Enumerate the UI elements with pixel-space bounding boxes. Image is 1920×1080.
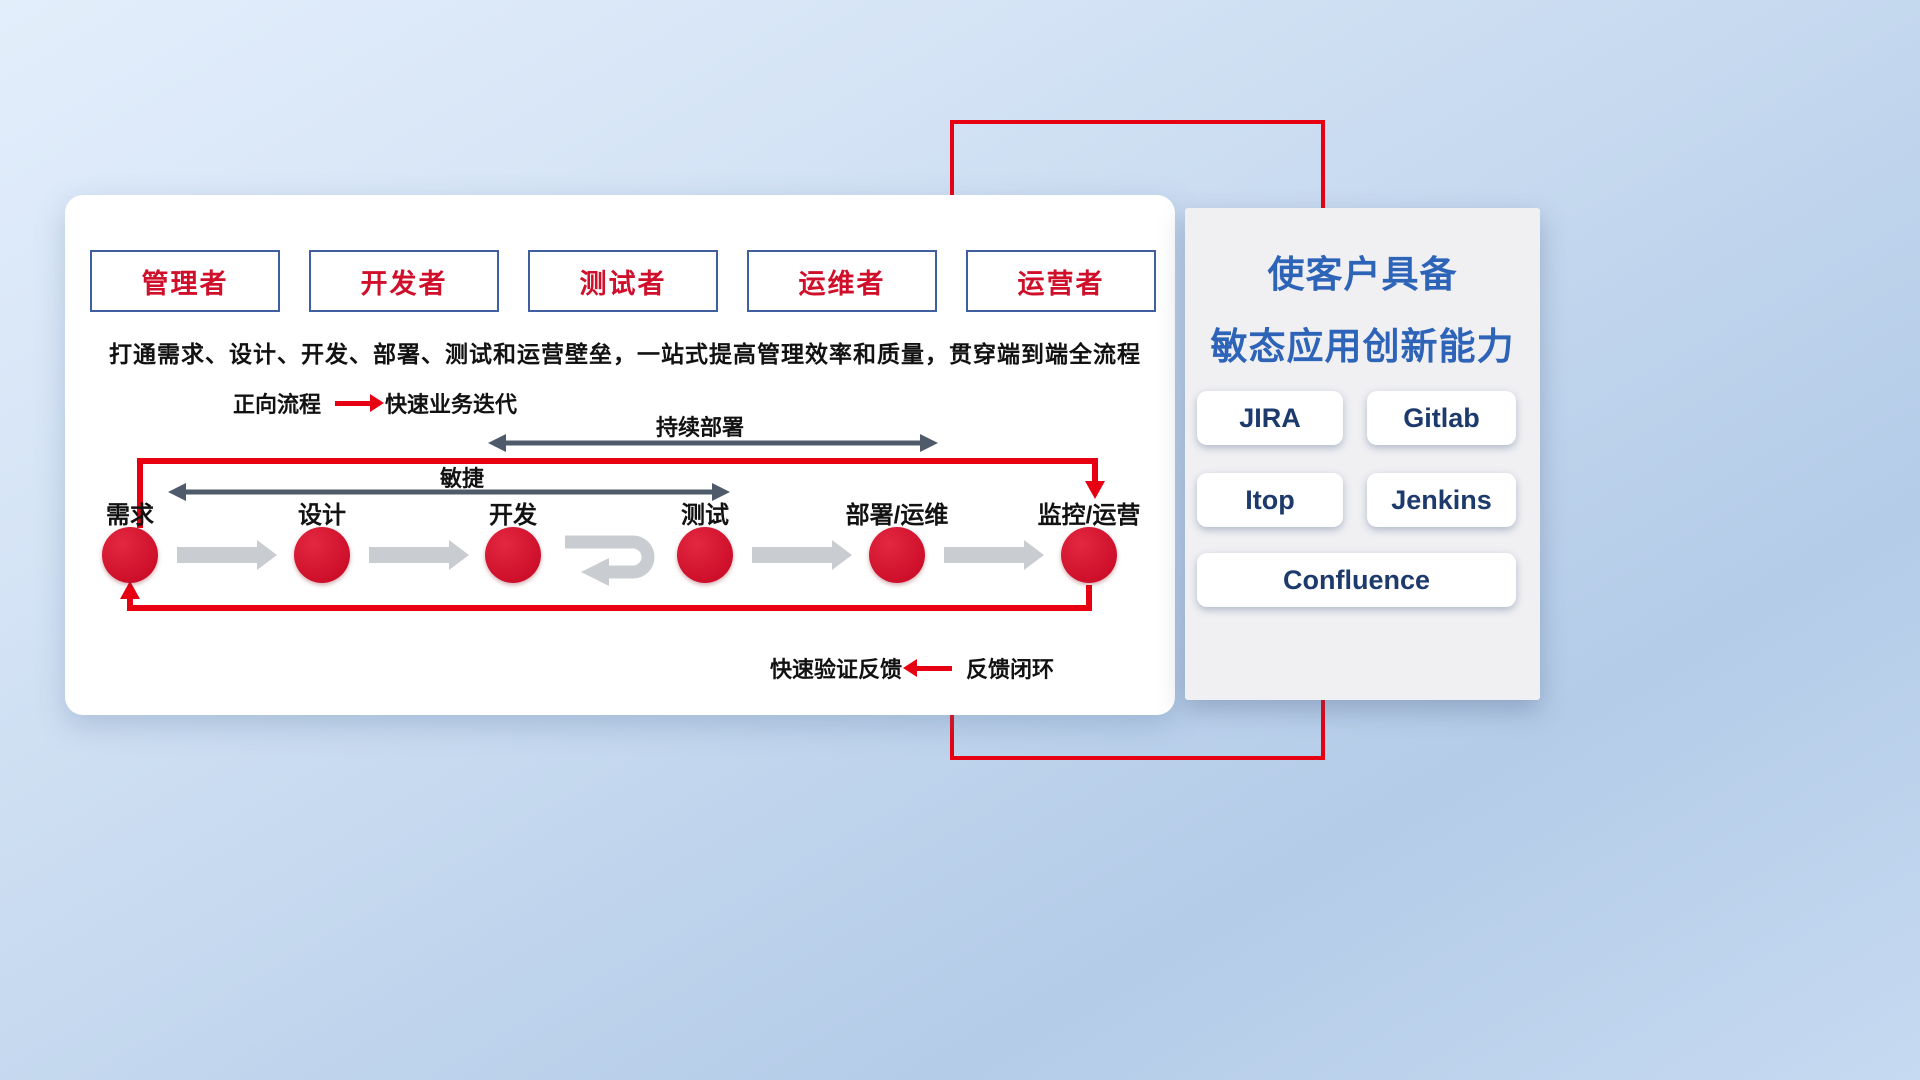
flow-node-circle-requirement xyxy=(102,527,158,583)
role-label: 测试者 xyxy=(579,268,667,299)
stage-arrow-1 xyxy=(177,540,277,570)
node-label-requirement: 需求 xyxy=(106,502,154,529)
feedback-arrow-icon xyxy=(903,659,953,677)
node-label-design: 设计 xyxy=(298,502,346,529)
flow-node-circle-test xyxy=(677,527,733,583)
flow-node-circle-deploy-ops xyxy=(869,527,925,583)
tool-chip-jenkins: Jenkins xyxy=(1367,473,1516,527)
legend-feedback: 快速验证反馈 反馈闭环 xyxy=(770,652,1054,684)
tool-chip-jira: JIRA xyxy=(1197,391,1343,445)
legend-forward-label: 正向流程 xyxy=(233,392,322,417)
role-label: 运维者 xyxy=(798,268,886,299)
node-label-monitor-operate: 监控/运营 xyxy=(1037,502,1141,529)
stage-arrows xyxy=(177,540,1044,570)
role-label: 管理者 xyxy=(141,268,229,299)
tool-chip-gitlab: Gitlab xyxy=(1367,391,1516,445)
flow-node-circle-develop xyxy=(485,527,541,583)
legend-feedback-label: 快速验证反馈 xyxy=(770,657,903,682)
stage-arrow-2 xyxy=(369,540,469,570)
subtitle: 打通需求、设计、开发、部署、测试和运营壁垒，一站式提高管理效率和质量，贯穿端到端… xyxy=(109,341,1141,367)
legend-forward-desc: 快速业务迭代 xyxy=(385,392,518,417)
role-box-operator: 运营者 xyxy=(966,250,1156,312)
flow-arrows-layer xyxy=(120,434,1105,611)
stage-arrow-4 xyxy=(944,540,1044,570)
panel-title-line2: 敏态应用创新能力 xyxy=(1210,326,1515,367)
stage-arrow-3 xyxy=(752,540,852,570)
flow-node-circle-design xyxy=(294,527,350,583)
forward-arrow-icon xyxy=(335,394,385,412)
forward-loop-line xyxy=(137,458,1105,528)
tool-chip-confluence: Confluence xyxy=(1197,553,1516,607)
node-label-deploy-ops: 部署/运维 xyxy=(845,502,949,529)
deploy-arrow-label: 持续部署 xyxy=(655,415,744,440)
node-label-develop: 开发 xyxy=(489,502,537,529)
feedback-loop-line xyxy=(120,581,1092,611)
agile-arrow-label: 敏捷 xyxy=(439,466,484,491)
role-box-ops: 运维者 xyxy=(747,250,937,312)
role-label: 开发者 xyxy=(360,268,448,299)
flow-node-circle-monitor-operate xyxy=(1061,527,1117,583)
legend-feedback-desc: 反馈闭环 xyxy=(966,657,1055,682)
deploy-double-arrow xyxy=(488,434,938,452)
node-label-test: 测试 xyxy=(681,502,729,529)
capability-panel: 使客户具备 敏态应用创新能力 JIRA Gitlab Itop Jenkins … xyxy=(1185,208,1540,700)
role-box-developer: 开发者 xyxy=(309,250,499,312)
agile-double-arrow xyxy=(168,483,730,501)
role-box-tester: 测试者 xyxy=(528,250,718,312)
flow-diagram: 持续部署 敏捷 需求 设计 开发 测试 部署/运维 监控/运营 xyxy=(65,195,1175,715)
role-boxes-row: 管理者 开发者 测试者 运维者 运营者 xyxy=(90,250,1156,312)
devops-flow-card: 管理者 开发者 测试者 运维者 运营者 打通需求、设计、开发、部署、测试和运营壁… xyxy=(65,195,1175,715)
tool-chip-itop: Itop xyxy=(1197,473,1343,527)
panel-title-line1: 使客户具备 xyxy=(1267,254,1458,295)
iterate-loop-arrow-icon xyxy=(565,535,655,586)
role-box-manager: 管理者 xyxy=(90,250,280,312)
legend-forward: 正向流程 快速业务迭代 xyxy=(233,387,517,419)
role-label: 运营者 xyxy=(1017,268,1105,299)
